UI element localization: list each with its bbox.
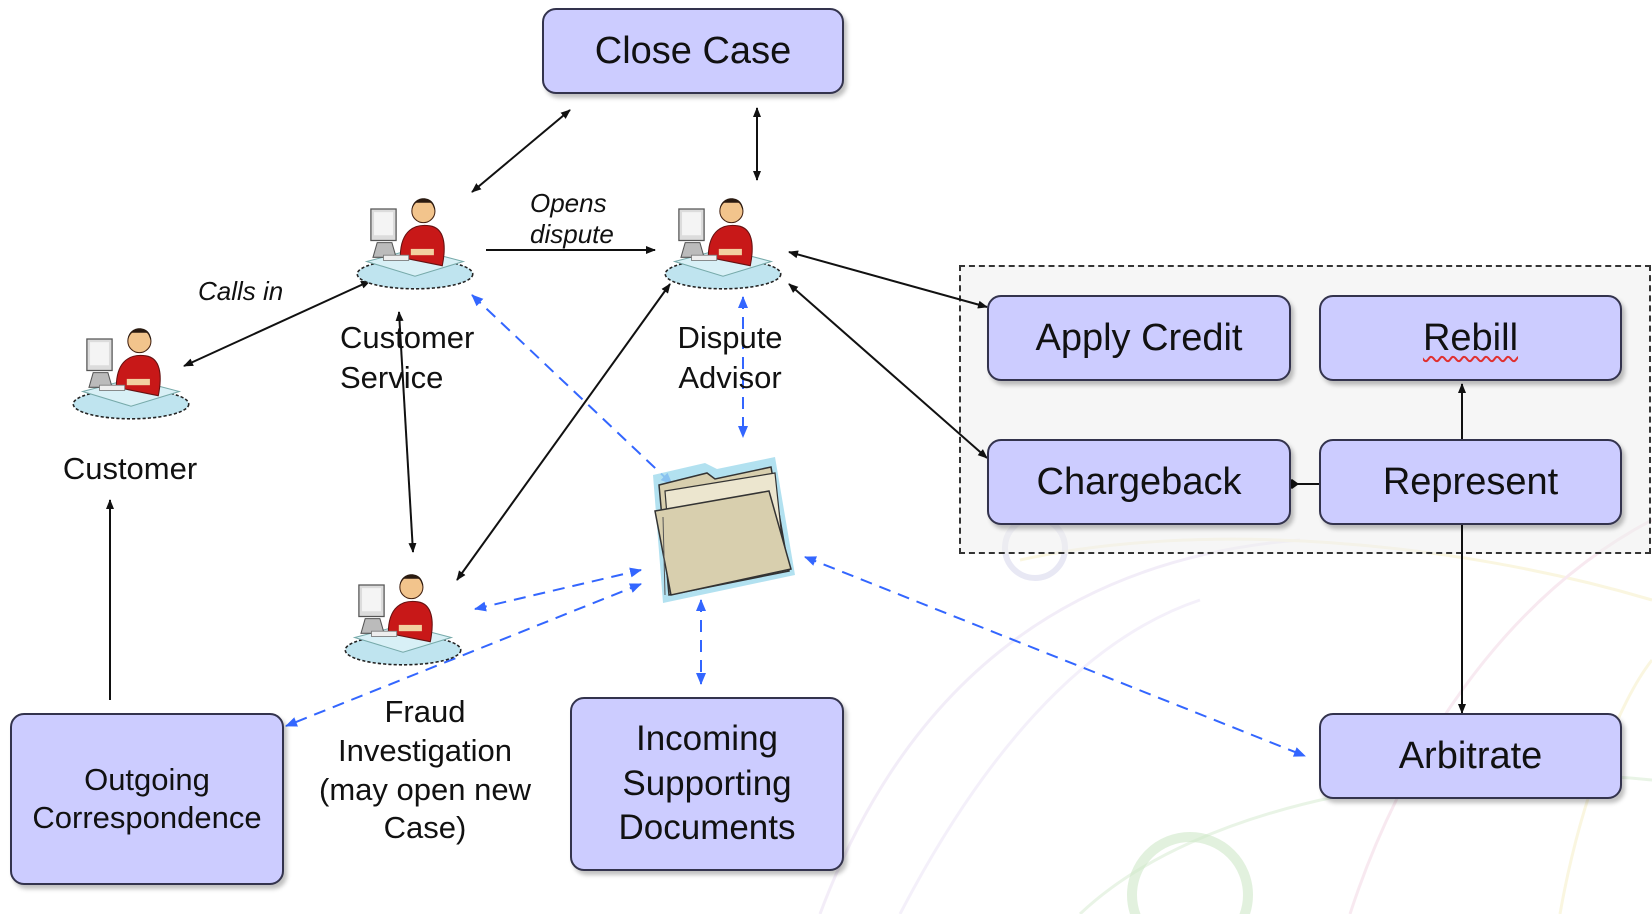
close-case-label: Close Case bbox=[594, 29, 792, 72]
apply-credit-box: Apply Credit bbox=[987, 295, 1291, 381]
incoming-supporting-documents-label: Incoming Supporting Documents bbox=[618, 718, 796, 848]
person-icon-fraud-investigation bbox=[344, 573, 462, 666]
customer-service-label: Customer Service bbox=[340, 320, 475, 395]
person-icon-customer-service bbox=[356, 197, 474, 290]
rebill-label: Rebill bbox=[1422, 316, 1519, 359]
arbitrate-label: Arbitrate bbox=[1398, 734, 1543, 777]
dashed-customerservice-folder bbox=[471, 294, 673, 485]
outgoing-correspondence-label: Outgoing Correspondence bbox=[32, 762, 262, 835]
person-icon-customer bbox=[72, 327, 190, 420]
incoming-supporting-documents-box: Incoming Supporting Documents bbox=[570, 697, 844, 871]
dashed-fraud-folder bbox=[474, 567, 642, 612]
apply-credit-label: Apply Credit bbox=[1035, 316, 1243, 359]
arrow-disputeadvisor-applycredit bbox=[788, 250, 988, 309]
chargeback-label: Chargeback bbox=[1036, 460, 1242, 503]
opens-dispute-label: Opens dispute bbox=[530, 188, 614, 250]
person-icon-dispute-advisor bbox=[664, 197, 782, 290]
dashed-folder-arbitrate bbox=[804, 556, 1306, 757]
close-case-box: Close Case bbox=[542, 8, 844, 94]
arrow-customerservice-fraud bbox=[395, 311, 417, 553]
arrow-calls-in bbox=[183, 280, 371, 367]
arbitrate-box: Arbitrate bbox=[1319, 713, 1622, 799]
outgoing-correspondence-box: Outgoing Correspondence bbox=[10, 713, 284, 885]
arrow-disputeadvisor-chargeback bbox=[788, 283, 988, 459]
represent-box: Represent bbox=[1319, 439, 1622, 525]
chargeback-box: Chargeback bbox=[987, 439, 1291, 525]
calls-in-label: Calls in bbox=[198, 276, 284, 306]
dashed-folder-outgoing bbox=[285, 583, 642, 727]
folder-icon bbox=[653, 457, 795, 603]
customer-label: Customer bbox=[62, 451, 198, 486]
rebill-box: Rebill bbox=[1319, 295, 1622, 381]
arrow-closecase-customerservice bbox=[471, 109, 571, 193]
represent-label: Represent bbox=[1382, 460, 1559, 503]
dispute-advisor-label: Dispute Advisor bbox=[677, 320, 783, 395]
fraud-investigation-label: Fraud Investigation (may open new Case) bbox=[319, 694, 531, 846]
